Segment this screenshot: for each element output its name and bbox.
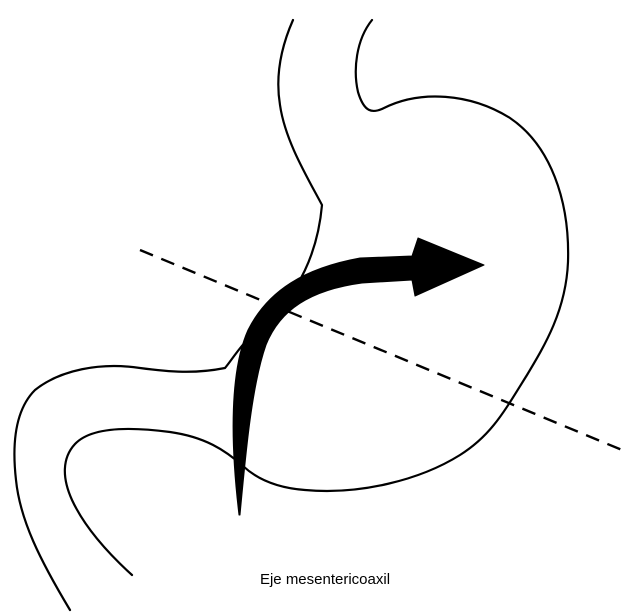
stomach-greater-curvature-outline	[65, 20, 568, 575]
diagram-caption: Eje mesentericoaxil	[0, 571, 624, 588]
